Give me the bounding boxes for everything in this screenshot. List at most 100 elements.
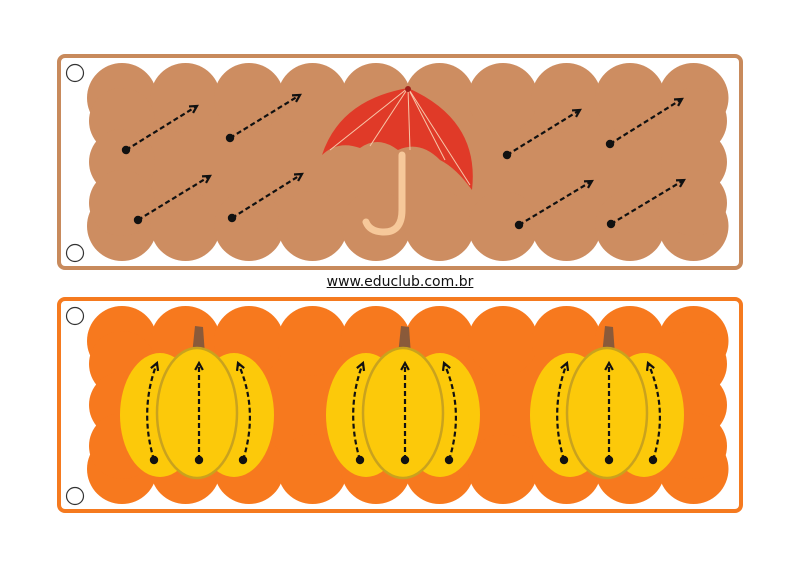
scallop: [341, 191, 411, 261]
arrow-head-icon: [441, 360, 451, 372]
start-dot: [604, 455, 614, 465]
dashed-path: [236, 362, 252, 461]
tracing-line: [194, 360, 204, 465]
pumpkin-icon: [120, 326, 274, 480]
tracing-line: [400, 360, 410, 465]
pumpkin-center: [361, 346, 445, 480]
arrow-head-icon: [150, 360, 160, 372]
start-dot: [606, 219, 616, 229]
dashed-path: [610, 179, 685, 225]
scallop: [277, 63, 348, 133]
scallop: [404, 191, 475, 261]
arrow-head-icon: [400, 360, 410, 371]
dashed-path: [125, 105, 198, 151]
start-dot: [605, 139, 615, 149]
arrow-head-icon: [675, 178, 686, 188]
punch-hole-icon: [65, 63, 85, 83]
scallop: [661, 170, 727, 236]
arrow-head-icon: [291, 93, 302, 103]
start-dot: [444, 455, 454, 465]
tracing-line: [441, 360, 458, 465]
punch-hole-icon: [65, 306, 85, 326]
start-dot: [502, 150, 512, 160]
umbrella-rib: [407, 87, 446, 161]
scallop: [277, 191, 348, 261]
arrow-head-icon: [583, 179, 594, 189]
scallop: [214, 191, 284, 261]
dashed-path: [352, 362, 365, 461]
tracing-line: [502, 108, 582, 160]
start-dot: [227, 213, 237, 223]
tracing-line: [146, 360, 160, 465]
start-dot: [648, 455, 658, 465]
start-dot: [400, 455, 410, 465]
scallop: [277, 306, 348, 376]
tracing-line: [514, 179, 594, 230]
pumpkin-center: [155, 346, 239, 480]
pumpkin-icon: [326, 326, 480, 480]
arrow-head-icon: [673, 97, 684, 107]
start-dot: [121, 145, 131, 155]
scallop: [277, 434, 348, 504]
tracing-line: [235, 360, 252, 465]
scallop: [531, 191, 602, 261]
tracing-line: [604, 360, 614, 465]
scallop: [531, 63, 602, 133]
tracing-line: [606, 178, 686, 229]
tracing-line: [121, 104, 199, 155]
diagonal-lines-card: [57, 54, 743, 270]
umbrella-canopy: [322, 88, 473, 190]
umbrella-rib: [369, 87, 409, 147]
dashed-path: [506, 109, 581, 156]
start-dot: [194, 455, 204, 465]
umbrella-rib: [407, 87, 471, 186]
arrow-head-icon: [560, 360, 570, 372]
tracing-line: [556, 360, 570, 465]
umbrella-rib: [329, 87, 409, 151]
start-dot: [355, 455, 365, 465]
scallop: [89, 170, 155, 236]
arrow-head-icon: [188, 104, 199, 114]
scallop: [150, 63, 221, 133]
dashed-path: [229, 94, 301, 139]
arrow-head-icon: [235, 360, 245, 372]
scallop: [468, 191, 538, 261]
umbrella-handle: [362, 151, 406, 236]
pumpkin-center: [565, 346, 649, 480]
tracing-line: [605, 97, 684, 149]
arrow-head-icon: [293, 172, 304, 182]
dashed-path: [137, 175, 211, 221]
arrow-head-icon: [201, 174, 212, 184]
arrow-head-icon: [604, 360, 614, 371]
punch-hole-icon: [65, 243, 85, 263]
start-dot: [238, 455, 248, 465]
dashed-path: [442, 362, 458, 461]
start-dot: [225, 133, 235, 143]
tracing-line: [225, 93, 302, 143]
start-dot: [149, 455, 159, 465]
dashed-path: [646, 362, 662, 461]
dashed-path: [609, 98, 683, 145]
arrow-head-icon: [571, 108, 582, 118]
start-dot: [133, 215, 143, 225]
umbrella-rib: [407, 87, 411, 151]
start-dot: [559, 455, 569, 465]
tracing-line: [227, 172, 304, 223]
umbrella-icon: [322, 86, 473, 236]
tracing-line: [645, 360, 662, 465]
pumpkin-icon: [530, 326, 684, 480]
dashed-path: [146, 362, 159, 461]
scallop: [468, 434, 538, 504]
tracing-line: [133, 174, 212, 225]
scallop: [468, 63, 538, 133]
curved-lines-card: [57, 297, 743, 513]
dashed-path: [518, 180, 593, 226]
arrow-head-icon: [645, 360, 655, 372]
scallop: [214, 63, 284, 133]
dashed-path: [556, 362, 569, 461]
arrow-head-icon: [194, 360, 204, 371]
scallop: [595, 191, 665, 261]
website-url[interactable]: www.educlub.com.br: [326, 274, 474, 290]
start-dot: [514, 220, 524, 230]
